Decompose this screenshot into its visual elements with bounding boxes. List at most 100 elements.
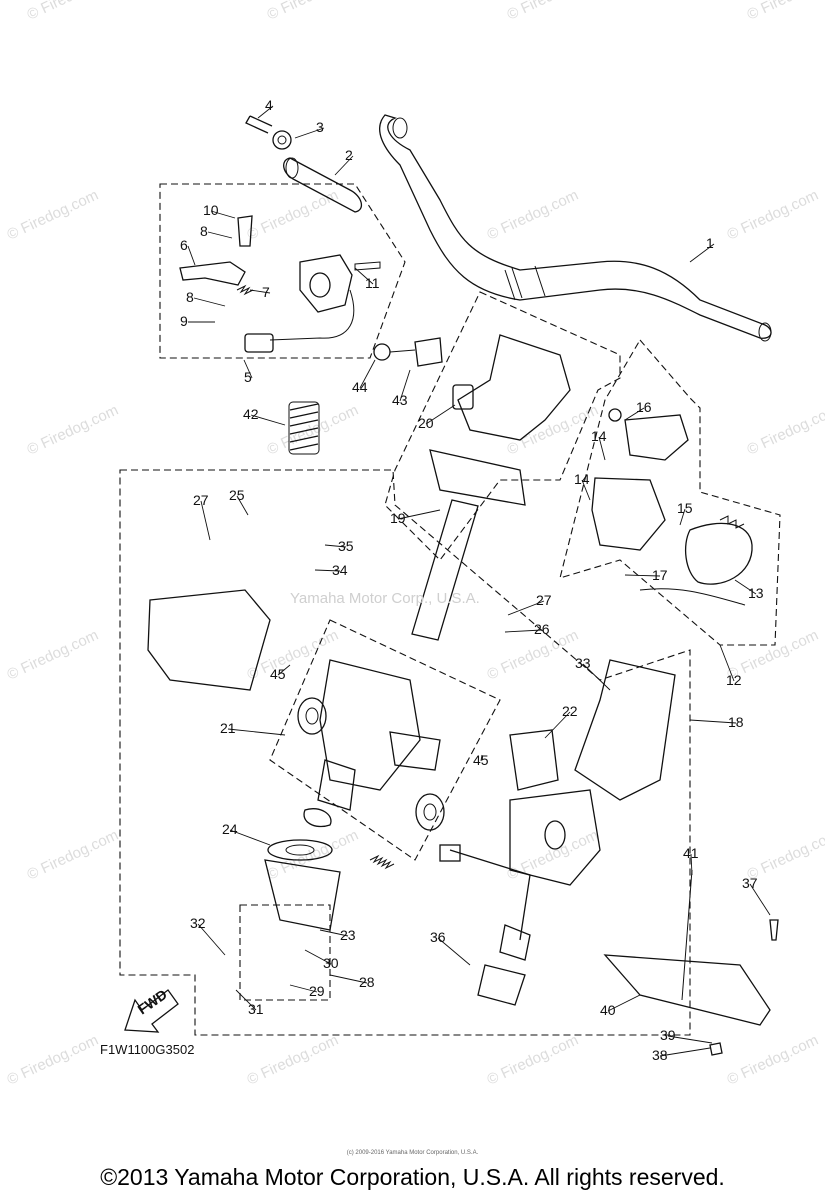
part-label-10: 10 — [203, 202, 219, 218]
leader-line — [257, 105, 274, 119]
steering-column — [411, 334, 571, 641]
leader-line — [544, 711, 571, 739]
watermark: © Firedog.com — [725, 187, 822, 244]
watermark: © Firedog.com — [245, 187, 342, 244]
leader-line — [210, 210, 236, 219]
leader-line — [193, 297, 226, 307]
part-label-30: 30 — [323, 955, 339, 971]
part-label-16: 16 — [636, 399, 652, 415]
part-label-27: 27 — [536, 592, 552, 608]
center-watermark: Yamaha Motor Corp., U.S.A. — [290, 590, 480, 607]
part-label-9: 9 — [180, 313, 188, 329]
part-label-32: 32 — [190, 915, 206, 931]
leader-line — [397, 509, 441, 520]
watermark: © Firedog.com — [245, 1032, 342, 1089]
leader-line — [334, 155, 354, 176]
leader-line — [354, 267, 374, 285]
watermark: © Firedog.com — [745, 0, 825, 24]
watermark: © Firedog.com — [25, 0, 122, 24]
watermark: © Firedog.com — [505, 0, 602, 24]
leader-line — [319, 929, 349, 937]
part-label-11: 11 — [365, 275, 380, 291]
part-label-15: 15 — [677, 500, 693, 516]
leader-line — [667, 1035, 713, 1044]
part-label-28: 28 — [359, 974, 375, 990]
part-number-labels: 1234567889101112131414151617181920212223… — [180, 97, 771, 1063]
leader-line — [187, 245, 196, 266]
part-label-14: 14 — [574, 471, 590, 487]
part-label-24: 24 — [222, 821, 238, 837]
part-label-39: 39 — [660, 1027, 676, 1043]
part-label-2: 2 — [345, 147, 353, 163]
watermark: © Firedog.com — [725, 1032, 822, 1089]
watermark: © Firedog.com — [265, 402, 362, 459]
part-label-6: 6 — [180, 237, 188, 253]
leader-line — [719, 644, 735, 682]
watermark: © Firedog.com — [485, 1032, 582, 1089]
leader-line — [607, 994, 641, 1012]
fwd-label: FWD — [135, 986, 170, 1017]
part-label-44: 44 — [352, 379, 368, 395]
part-label-1: 1 — [706, 235, 714, 251]
part-label-12: 12 — [726, 672, 742, 688]
lever-parts — [179, 215, 381, 353]
leader-line — [236, 495, 249, 516]
part-label-8: 8 — [186, 289, 194, 305]
base-parts — [239, 839, 395, 1001]
leader-line — [277, 664, 291, 676]
leader-line — [425, 404, 456, 425]
leader-line — [324, 544, 347, 548]
watermark: © Firedog.com — [485, 627, 582, 684]
housing-box-21 — [269, 619, 501, 861]
leader-line — [504, 629, 543, 633]
leader-line — [294, 127, 325, 139]
leader-line — [624, 574, 661, 577]
leader-line — [582, 663, 611, 691]
switch-assembly-box — [559, 339, 781, 646]
part-label-14: 14 — [591, 428, 607, 444]
watermark: © Firedog.com — [5, 187, 102, 244]
leader-line — [229, 829, 271, 846]
watermark: © Firedog.com — [5, 1032, 102, 1089]
clamp-bolt — [373, 337, 443, 367]
leader-line — [399, 369, 411, 402]
part-label-5: 5 — [244, 369, 252, 385]
leader-line — [480, 754, 483, 762]
part-label-19: 19 — [390, 510, 406, 526]
part-label-45: 45 — [270, 666, 286, 682]
handlebar — [379, 114, 772, 342]
part-label-27: 27 — [193, 492, 209, 508]
leader-line — [689, 243, 715, 263]
watermark: © Firedog.com — [5, 627, 102, 684]
leader-line — [329, 974, 368, 984]
leader-line — [598, 436, 606, 461]
steering-housing — [147, 589, 445, 831]
spring-42 — [288, 401, 320, 455]
leader-line — [289, 984, 318, 993]
watermark: © Firedog.com — [25, 827, 122, 884]
part-label-20: 20 — [418, 415, 434, 431]
leader-line — [659, 1047, 711, 1057]
part-label-43: 43 — [392, 392, 408, 408]
leader-line — [749, 883, 771, 916]
fwd-arrow — [124, 989, 179, 1033]
watermark: © Firedog.com — [505, 827, 602, 884]
leader-line — [250, 414, 286, 426]
small-notice: (c) 2009-2016 Yamaha Motor Corporation, … — [346, 1150, 479, 1156]
leader-line — [200, 500, 211, 541]
part-label-26: 26 — [534, 621, 550, 637]
part-label-42: 42 — [243, 406, 259, 422]
watermark: © Firedog.com — [245, 627, 342, 684]
leader-line — [227, 728, 286, 736]
leader-line — [197, 923, 226, 956]
part-label-3: 3 — [316, 119, 324, 135]
leader-line — [359, 359, 376, 389]
leader-line — [690, 853, 693, 876]
switch-parts — [591, 408, 753, 606]
part-label-31: 31 — [248, 1001, 264, 1017]
part-label-8: 8 — [200, 223, 208, 239]
leader-line — [624, 407, 645, 421]
grip-assembly — [245, 115, 363, 213]
